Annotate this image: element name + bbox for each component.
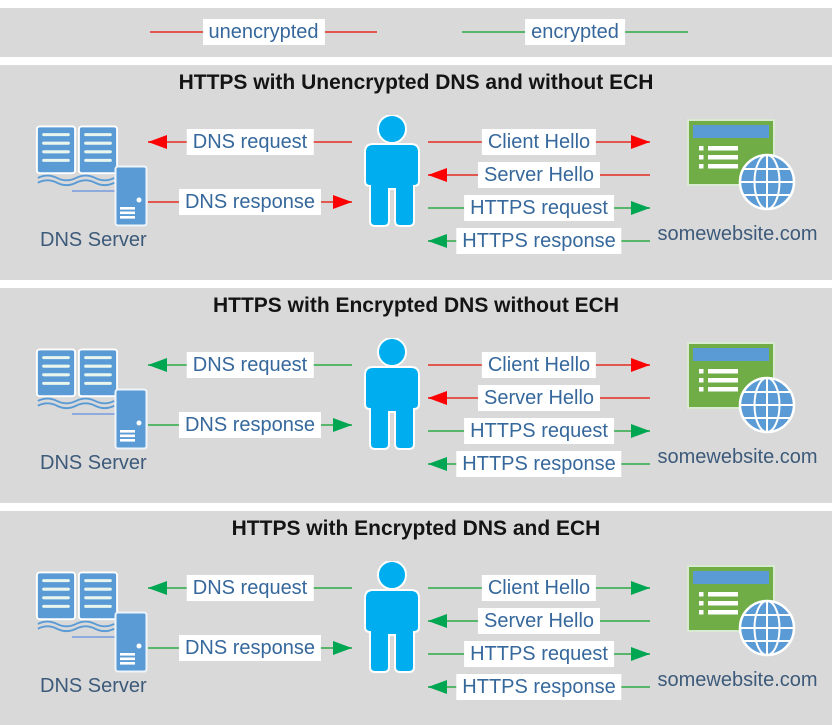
arrow-label: HTTPS response — [456, 228, 622, 254]
legend-label: unencrypted — [202, 19, 325, 45]
arrow-label: Client Hello — [481, 575, 597, 601]
arrowhead-icon — [333, 195, 352, 209]
arrow-dns-request: DNS request — [148, 575, 352, 601]
arrow-label: HTTPS response — [456, 451, 622, 477]
arrow-label: Client Hello — [481, 129, 597, 155]
arrowhead-icon — [631, 647, 650, 661]
legend-item-unencrypted: unencrypted — [150, 19, 377, 45]
dns-book-icon — [35, 569, 119, 635]
arrow-label: Server Hello — [477, 608, 601, 634]
arrow-https-response: HTTPS response — [428, 451, 650, 477]
arrow-label: DNS request — [186, 129, 314, 155]
panel-encrypted-dns-ech: HTTPS with Encrypted DNS and ECH — [0, 511, 832, 725]
dns-server-label: DNS Server — [40, 229, 147, 251]
arrowhead-icon — [148, 581, 167, 595]
dns-connector-line — [72, 190, 116, 192]
legend-label: encrypted — [525, 19, 625, 45]
arrow-label: DNS response — [178, 412, 322, 438]
panel-title: HTTPS with Encrypted DNS without ECH — [212, 294, 619, 317]
dns-server-tower-icon — [114, 611, 148, 673]
arrowhead-icon — [428, 680, 447, 694]
dns-connector-line — [72, 636, 116, 638]
arrowhead-icon — [148, 358, 167, 372]
panel-encrypted-dns-no-ech: HTTPS with Encrypted DNS without ECH — [0, 288, 832, 503]
legend-item-encrypted: encrypted — [462, 19, 688, 45]
dns-book-icon — [35, 123, 119, 189]
arrow-label: DNS response — [178, 635, 322, 661]
arrow-dns-request: DNS request — [148, 129, 352, 155]
arrow-client-hello: Client Hello — [428, 575, 650, 601]
legend-bar: unencrypted encrypted — [0, 8, 832, 57]
arrow-label: Client Hello — [481, 352, 597, 378]
panel-title: HTTPS with Encrypted DNS and ECH — [231, 517, 601, 540]
dns-book-icon — [35, 346, 119, 412]
arrow-dns-request: DNS request — [148, 352, 352, 378]
arrowhead-icon — [333, 641, 352, 655]
arrowhead-icon — [631, 135, 650, 149]
arrow-label: Server Hello — [477, 162, 601, 188]
arrow-label: HTTPS request — [464, 641, 614, 667]
arrowhead-icon — [631, 201, 650, 215]
arrow-label: HTTPS request — [464, 418, 614, 444]
arrow-label: DNS response — [178, 189, 322, 215]
arrow-client-hello: Client Hello — [428, 352, 650, 378]
arrowhead-icon — [333, 418, 352, 432]
arrow-dns-response: DNS response — [148, 635, 352, 661]
user-icon — [356, 115, 428, 228]
arrow-server-hello: Server Hello — [428, 385, 650, 411]
dns-server-label: DNS Server — [40, 452, 147, 474]
arrow-server-hello: Server Hello — [428, 162, 650, 188]
arrow-label: HTTPS response — [456, 674, 622, 700]
arrow-server-hello: Server Hello — [428, 608, 650, 634]
arrowhead-icon — [428, 168, 447, 182]
arrow-https-response: HTTPS response — [428, 674, 650, 700]
website-label: somewebsite.com — [657, 223, 818, 245]
arrow-https-response: HTTPS response — [428, 228, 650, 254]
arrow-https-request: HTTPS request — [428, 195, 650, 221]
arrow-https-request: HTTPS request — [428, 418, 650, 444]
arrow-label: DNS request — [186, 575, 314, 601]
arrow-dns-response: DNS response — [148, 189, 352, 215]
arrowhead-icon — [428, 614, 447, 628]
arrowhead-icon — [631, 424, 650, 438]
arrow-https-request: HTTPS request — [428, 641, 650, 667]
dns-server-tower-icon — [114, 165, 148, 227]
website-icon — [686, 341, 796, 437]
website-label: somewebsite.com — [657, 669, 818, 691]
arrow-label: HTTPS request — [464, 195, 614, 221]
user-icon — [356, 338, 428, 451]
arrow-client-hello: Client Hello — [428, 129, 650, 155]
arrowhead-icon — [631, 358, 650, 372]
dns-server-tower-icon — [114, 388, 148, 450]
website-icon — [686, 118, 796, 214]
panel-unencrypted-dns-no-ech: HTTPS with Unencrypted DNS and without E… — [0, 65, 832, 280]
dns-connector-line — [72, 413, 116, 415]
arrow-label: DNS request — [186, 352, 314, 378]
dns-server-label: DNS Server — [40, 675, 147, 697]
website-label: somewebsite.com — [657, 446, 818, 468]
arrowhead-icon — [428, 234, 447, 248]
arrow-dns-response: DNS response — [148, 412, 352, 438]
arrow-label: Server Hello — [477, 385, 601, 411]
arrowhead-icon — [631, 581, 650, 595]
arrowhead-icon — [428, 457, 447, 471]
user-icon — [356, 561, 428, 674]
website-icon — [686, 564, 796, 660]
panel-title: HTTPS with Unencrypted DNS and without E… — [178, 71, 654, 94]
arrowhead-icon — [148, 135, 167, 149]
arrowhead-icon — [428, 391, 447, 405]
